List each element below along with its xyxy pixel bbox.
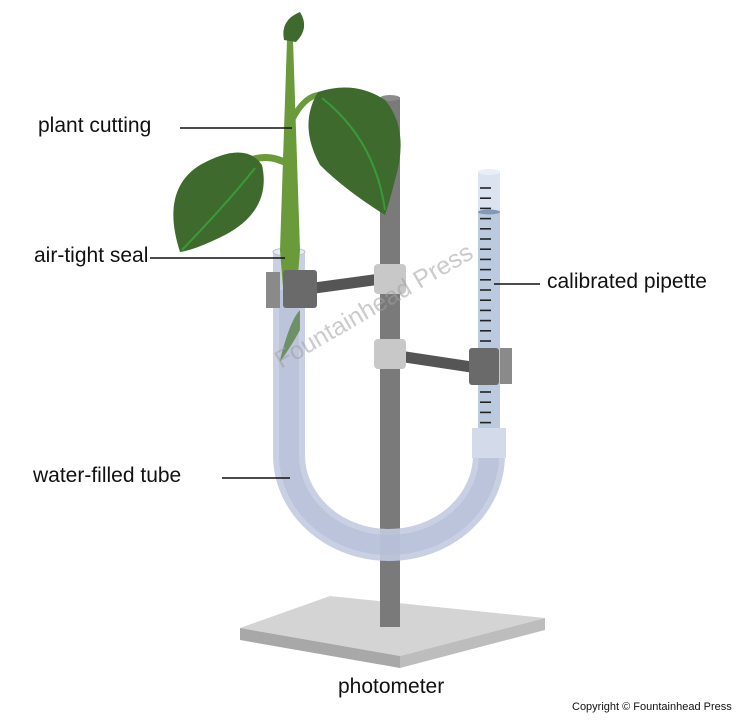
plant-stem bbox=[280, 40, 300, 300]
leaf-right bbox=[308, 87, 401, 215]
leaf-top bbox=[283, 12, 305, 42]
label-calibrated-pipette: calibrated pipette bbox=[547, 270, 707, 293]
copyright-notice: Copyright © Fountainhead Press bbox=[572, 701, 732, 713]
label-plant-cutting: plant cutting bbox=[38, 114, 152, 137]
clamp-upper bbox=[266, 264, 406, 308]
label-photometer: photometer bbox=[338, 675, 445, 698]
label-air-tight-seal: air-tight seal bbox=[34, 244, 149, 267]
leaf-left bbox=[173, 152, 264, 252]
leader-lines bbox=[150, 127, 540, 479]
calibrated-pipette bbox=[472, 169, 506, 458]
clamp-lower bbox=[374, 339, 512, 385]
label-water-filled-tube: water-filled tube bbox=[33, 464, 182, 487]
